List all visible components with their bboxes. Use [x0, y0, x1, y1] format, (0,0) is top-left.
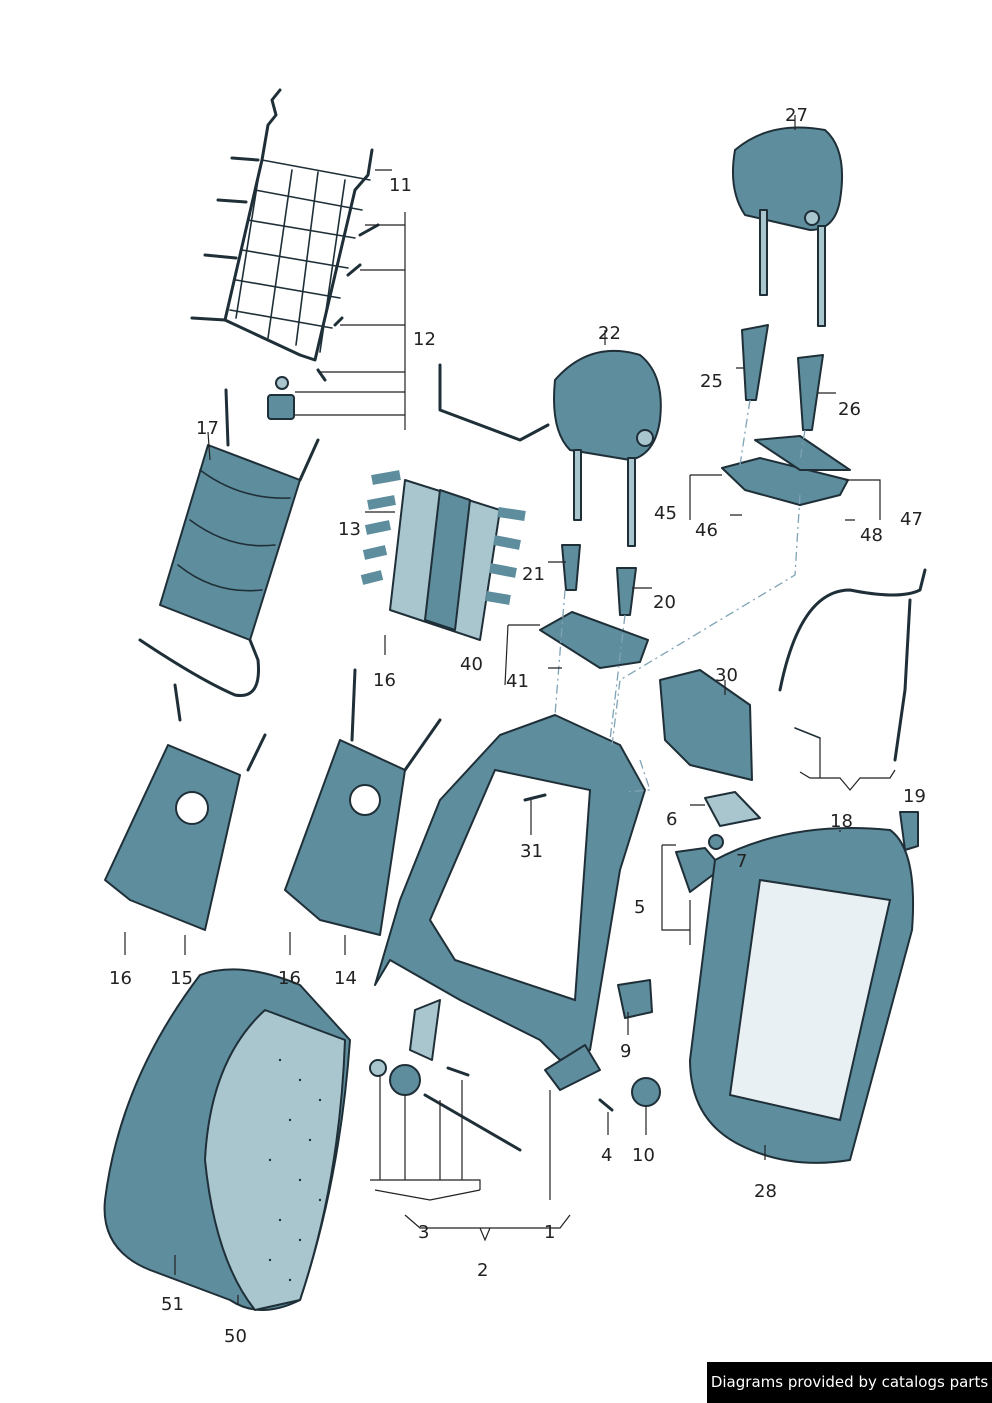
- screw-part-31: [523, 793, 547, 802]
- callout-16-a: 16: [373, 670, 396, 691]
- mechanism-part-30: [659, 669, 753, 781]
- cable: [778, 568, 927, 762]
- callout-12: 12: [413, 329, 436, 350]
- backrest-cushion-part-51: [103, 968, 351, 1311]
- clip-part-19: [899, 811, 919, 851]
- callout-7: 7: [736, 851, 747, 872]
- callout-16-c: 16: [278, 968, 301, 989]
- callout-31: 31: [520, 841, 543, 862]
- callout-46: 46: [695, 520, 718, 541]
- back-panel-part-13: [360, 363, 550, 641]
- bracket-part-40: [539, 611, 649, 669]
- callout-numbers: 1 2 3 4 5 6 7 9 10 11 12 13 14 15 16 16 …: [109, 105, 926, 1347]
- guide-bracket-part-45: [721, 435, 851, 506]
- callout-15: 15: [170, 968, 193, 989]
- lever-part-6: [704, 791, 761, 827]
- callout-30: 30: [715, 665, 738, 686]
- callout-9: 9: [620, 1041, 631, 1062]
- callout-20: 20: [653, 592, 676, 613]
- seat-frame-part-1: [374, 714, 646, 1061]
- wire-mat-part-11: [190, 88, 380, 382]
- callout-13: 13: [338, 519, 361, 540]
- lumbar-panel-part-14: [284, 668, 442, 936]
- knob-part-10: [631, 1077, 661, 1107]
- callout-28: 28: [754, 1181, 777, 1202]
- foam-texture: [268, 1058, 322, 1282]
- backrest-shell-part-28: [689, 827, 915, 1164]
- callout-22: 22: [598, 323, 621, 344]
- callout-48: 48: [860, 525, 883, 546]
- callout-14: 14: [334, 968, 357, 989]
- bracket-part-1: [544, 1044, 601, 1091]
- screw-part-7: [708, 834, 724, 850]
- callout-17: 17: [196, 418, 219, 439]
- callout-5: 5: [634, 897, 645, 918]
- motor-part-9: [617, 979, 653, 1019]
- callout-41: 41: [506, 671, 529, 692]
- leader-lines: [124, 115, 896, 1305]
- callout-50: 50: [224, 1326, 247, 1347]
- callout-26: 26: [838, 399, 861, 420]
- callout-2: 2: [477, 1260, 488, 1281]
- callout-3: 3: [418, 1222, 429, 1243]
- callout-47: 47: [900, 509, 923, 530]
- callout-1: 1: [544, 1222, 555, 1243]
- callout-4: 4: [601, 1145, 612, 1166]
- recliner-part-3: [369, 999, 522, 1152]
- callout-16-b: 16: [109, 968, 132, 989]
- credit-banner: Diagrams provided by catalogs parts: [707, 1362, 992, 1403]
- callout-27: 27: [785, 105, 808, 126]
- callout-25: 25: [700, 371, 723, 392]
- callout-40: 40: [460, 654, 483, 675]
- screw-part-4: [598, 1098, 614, 1112]
- callout-11: 11: [389, 175, 412, 196]
- headrest-part-27: [732, 126, 844, 431]
- headrest-part-22: [553, 349, 662, 616]
- callout-51: 51: [161, 1294, 184, 1315]
- callout-19: 19: [903, 786, 926, 807]
- callout-6: 6: [666, 809, 677, 830]
- clip-part-12: [267, 376, 295, 420]
- callout-10: 10: [632, 1145, 655, 1166]
- callout-18: 18: [830, 811, 853, 832]
- callout-21: 21: [522, 564, 545, 585]
- lumbar-panel-part-15: [104, 683, 267, 931]
- callout-45: 45: [654, 503, 677, 524]
- lumbar-pad-part-17: [138, 388, 320, 698]
- assembly-lines: [554, 399, 806, 793]
- cable-clip: [794, 727, 821, 739]
